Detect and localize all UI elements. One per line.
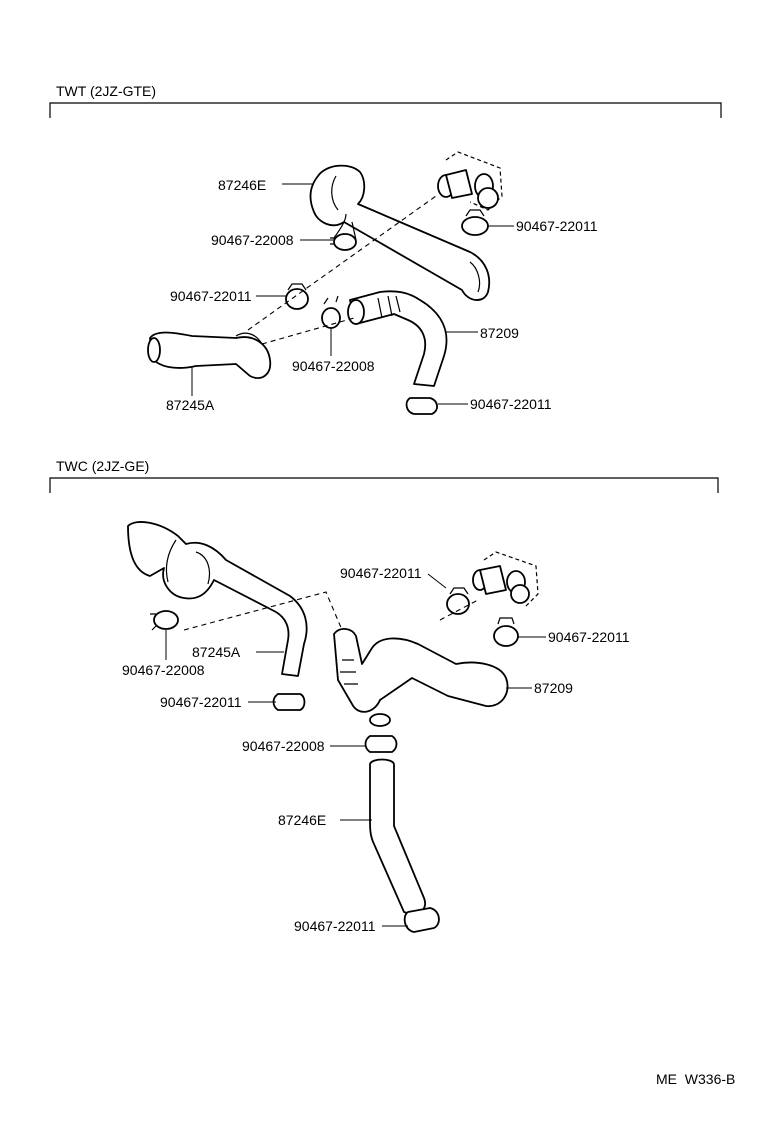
label-clamp-a-bottom: 90467-22011: [340, 565, 422, 581]
label-87245A-bottom: 87245A: [192, 644, 241, 660]
clamp-mid-right: [321, 295, 341, 329]
clamp-top-right: [461, 209, 489, 236]
hose-87246E-top: [309, 164, 491, 301]
section-frame-twt: [49, 102, 722, 118]
label-clamp-f-bottom: 90467-22011: [294, 918, 376, 934]
pipe-fitting-top-right: [437, 151, 503, 211]
hose-87245A-top: [147, 331, 272, 379]
dashed-guide-1: [247, 195, 437, 331]
section-title-twc: TWC (2JZ-GE): [56, 458, 149, 474]
label-87209-bottom: 87209: [534, 680, 573, 696]
label-clamp-c-bottom: 90467-22008: [122, 662, 205, 678]
clamp-upper-left: [330, 233, 357, 251]
clamp-left-bottom: [150, 610, 179, 631]
label-87209-top: 87209: [480, 325, 519, 341]
hose-87245A-bottom: [127, 521, 308, 677]
clamp-right-bottom: [493, 617, 519, 647]
label-clamp-d-top: 90467-22008: [292, 358, 375, 374]
label-clamp-c-top: 90467-22011: [170, 288, 252, 304]
clamp-bottom-bottom: [403, 907, 440, 933]
label-clamp-d-bottom: 90467-22011: [160, 694, 242, 710]
clamp-bottom-top-section: [405, 397, 438, 415]
dashed-guide-4: [439, 599, 479, 621]
dashed-guide-3: [183, 591, 343, 631]
label-clamp-b-top: 90467-22008: [211, 232, 294, 248]
label-clamp-e-top: 90467-22011: [470, 396, 552, 412]
section-title-twt: TWT (2JZ-GTE): [56, 83, 156, 99]
leader-clamp-a-bottom: [427, 573, 447, 589]
label-clamp-b-bottom: 90467-22011: [548, 629, 630, 645]
dashed-guide-2: [261, 317, 355, 345]
label-87246E-bottom: 87246E: [278, 812, 326, 828]
label-clamp-a-top: 90467-22011: [516, 218, 598, 234]
clamp-center-bottom: [364, 735, 398, 753]
label-87245A-top: 87245A: [166, 397, 215, 413]
clamp-mid: [285, 283, 309, 310]
hose-87209-bottom: [333, 628, 509, 727]
label-clamp-e-bottom: 90467-22008: [242, 738, 325, 754]
pipe-fitting-bottom-right: [472, 551, 539, 609]
clamp-lower-left-bottom: [272, 693, 306, 711]
section-frame-twc: [49, 477, 719, 493]
hose-87246E-bottom: [369, 758, 426, 916]
footer-code: ME W336-B: [656, 1071, 735, 1087]
label-87246E-top: 87246E: [218, 177, 266, 193]
hose-87209-top: [347, 290, 448, 387]
clamp-upper-mid-bottom: [446, 587, 470, 615]
